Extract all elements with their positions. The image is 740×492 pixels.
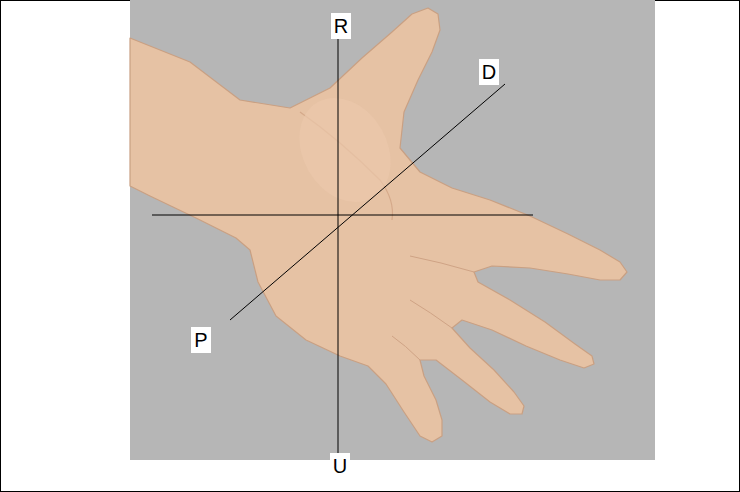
background	[130, 0, 655, 460]
axis-label: P	[191, 327, 210, 353]
finger-crease	[410, 300, 452, 328]
axis-label: D	[479, 59, 499, 85]
axis-line	[230, 84, 505, 320]
thenar-bulge	[281, 81, 409, 218]
axis-label: U	[330, 453, 350, 479]
axis-line	[338, 22, 339, 472]
axis-line	[152, 215, 533, 216]
hand	[130, 8, 627, 442]
finger-crease	[410, 256, 474, 272]
finger-crease	[392, 336, 420, 360]
axis-label: R	[331, 13, 351, 39]
